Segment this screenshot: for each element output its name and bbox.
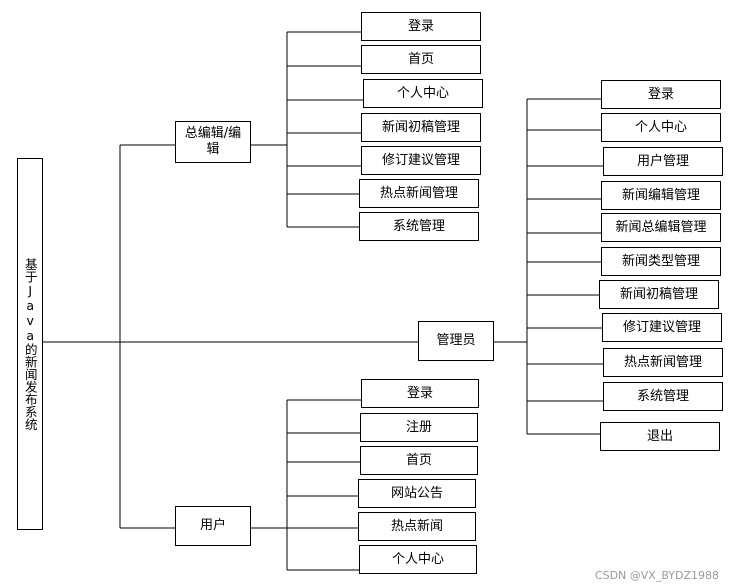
editor-item-system-mgmt: 系统管理 — [359, 212, 479, 241]
editor-item-hot-news-mgmt: 热点新闻管理 — [359, 179, 479, 208]
branch-admin: 管理员 — [418, 321, 494, 361]
admin-item-news-type-mgmt: 新闻类型管理 — [601, 247, 721, 276]
admin-item-hot-news-mgmt: 热点新闻管理 — [603, 348, 723, 377]
user-item-profile: 个人中心 — [359, 545, 477, 574]
editor-item-profile: 个人中心 — [363, 79, 483, 108]
editor-item-draft-mgmt: 新闻初稿管理 — [361, 113, 481, 142]
admin-item-draft-mgmt: 新闻初稿管理 — [599, 280, 719, 309]
user-item-announcement: 网站公告 — [358, 479, 476, 508]
admin-item-user-mgmt: 用户管理 — [603, 147, 723, 176]
root-node: 基于Java的新闻发布系统 — [17, 158, 43, 530]
admin-item-logout: 退出 — [600, 422, 720, 451]
admin-item-news-editor-mgmt: 新闻编辑管理 — [601, 181, 721, 210]
user-item-login: 登录 — [361, 379, 479, 408]
editor-item-revision-mgmt: 修订建议管理 — [361, 146, 481, 175]
branch-user: 用户 — [175, 506, 251, 546]
editor-item-login: 登录 — [361, 12, 481, 41]
user-item-hot-news: 热点新闻 — [358, 512, 476, 541]
admin-item-login: 登录 — [601, 80, 721, 109]
admin-item-profile: 个人中心 — [601, 113, 721, 142]
editor-item-home: 首页 — [361, 45, 481, 74]
branch-editor: 总编辑/编辑 — [175, 121, 251, 163]
admin-item-revision-mgmt: 修订建议管理 — [602, 313, 722, 342]
watermark: CSDN @VX_BYDZ1988 — [594, 569, 719, 582]
admin-item-chief-editor-mgmt: 新闻总编辑管理 — [601, 213, 721, 242]
user-item-register: 注册 — [360, 413, 478, 442]
admin-item-system-mgmt: 系统管理 — [603, 382, 723, 411]
user-item-home: 首页 — [360, 446, 478, 475]
